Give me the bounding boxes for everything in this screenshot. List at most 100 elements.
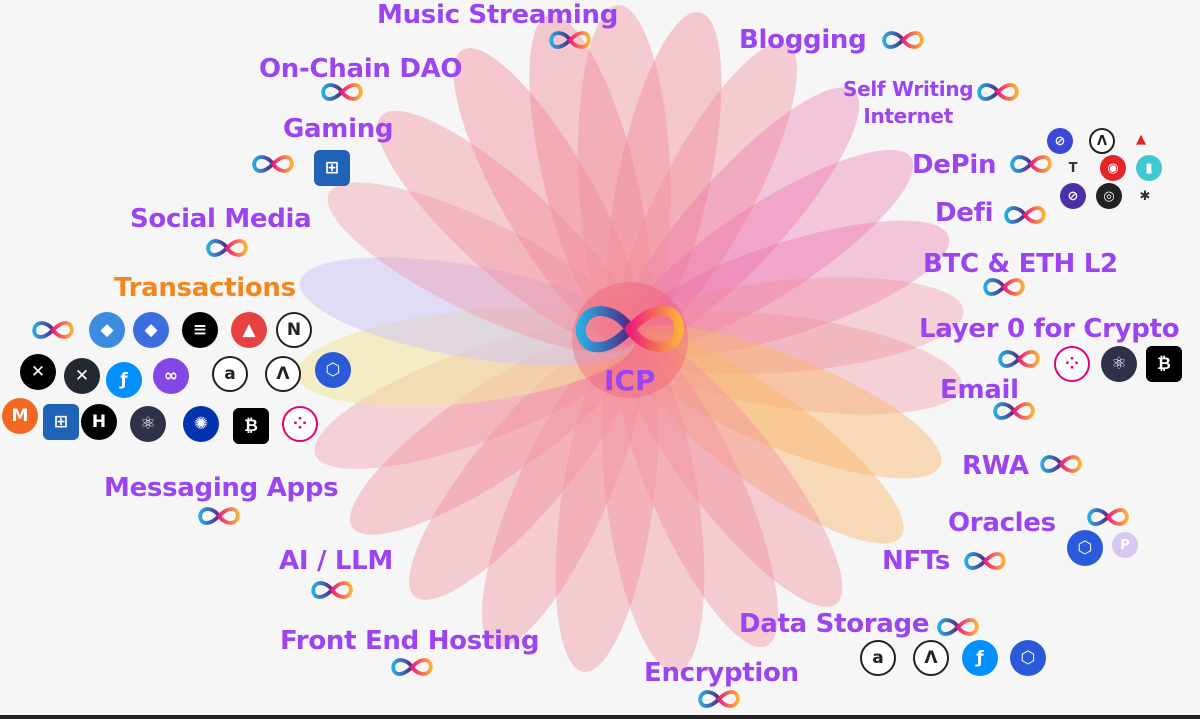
label-defi: Defi xyxy=(935,198,994,228)
tron-icon: T xyxy=(1060,155,1086,181)
battery-icon: ▮ xyxy=(1136,155,1162,181)
stacks-icon: ✕ xyxy=(20,354,56,390)
petal-15 xyxy=(409,332,639,600)
icp-infinity-icon xyxy=(198,507,240,525)
cosmos-icon: ⚛ xyxy=(130,406,166,442)
label-self-writing-internet: Self Writing Internet xyxy=(843,77,974,128)
ic-badge-icon: ⊞ xyxy=(43,404,79,440)
bitcoin-square-icon: ₿ xyxy=(1146,346,1182,382)
chainlink-icon: ⬡ xyxy=(315,352,351,388)
label-rwa: RWA xyxy=(962,451,1029,481)
petal-8 xyxy=(624,325,942,479)
ethereum-icon: ◆ xyxy=(133,312,169,348)
solana-icon: ≡ xyxy=(182,312,218,348)
fire-icon: ▲ xyxy=(1128,126,1154,152)
label-oracles: Oracles xyxy=(948,508,1056,538)
petal-13 xyxy=(555,334,659,672)
petal-11 xyxy=(616,334,779,648)
icp-infinity-icon xyxy=(698,690,740,708)
petal-7 xyxy=(624,311,962,415)
petal-10 xyxy=(620,333,843,607)
ic-badge-icon: ⊞ xyxy=(314,150,350,186)
petal-24 xyxy=(577,5,671,346)
label-email: Email xyxy=(940,375,1019,405)
label-music-streaming: Music Streaming xyxy=(377,0,619,30)
icp-infinity-icon xyxy=(1087,508,1129,526)
arweave-icon: a xyxy=(860,640,896,676)
icp-infinity-icon xyxy=(882,31,924,49)
icp-infinity-icon xyxy=(1040,455,1082,473)
petal-1 xyxy=(607,12,722,346)
icp-infinity-icon xyxy=(977,83,1019,101)
petal-5 xyxy=(624,220,950,358)
bottom-border xyxy=(0,715,1200,719)
center-label-icp: ICP xyxy=(604,364,656,397)
hedera-icon: H xyxy=(81,404,117,440)
filecoin-icon: ƒ xyxy=(962,640,998,676)
polygon-icon: ∞ xyxy=(153,358,189,394)
render-token-icon: ◎ xyxy=(1096,183,1122,209)
petal-20 xyxy=(327,182,636,353)
iota-icon: ✱ xyxy=(1132,183,1158,209)
petal-19 xyxy=(299,257,636,366)
petal-6 xyxy=(624,277,964,374)
icp-infinity-icon xyxy=(311,581,353,599)
theta-token-icon: ⊘ xyxy=(1060,183,1086,209)
icp-infinity-icon xyxy=(32,321,74,339)
icp-infinity-icon xyxy=(964,552,1006,570)
label-btc-eth-l2: BTC & ETH L2 xyxy=(923,249,1118,279)
avalanche-icon: ▲ xyxy=(231,312,267,348)
liquid-drop-icon: ◆ xyxy=(89,312,125,348)
icp-infinity-icon xyxy=(321,83,363,101)
icp-center-logo-icon xyxy=(575,305,685,353)
near-icon: N xyxy=(276,312,312,348)
petal-3 xyxy=(621,87,860,348)
label-social-media: Social Media xyxy=(130,204,312,234)
cardano-icon: ✺ xyxy=(183,406,219,442)
label-transactions: Transactions xyxy=(114,273,296,303)
polkadot-icon: ⁘ xyxy=(282,406,318,442)
icp-infinity-icon xyxy=(937,618,979,636)
label-on-chain-dao: On-Chain DAO xyxy=(259,54,463,84)
petal-22 xyxy=(453,48,642,347)
arrow-icon: Λ xyxy=(1089,128,1115,154)
icp-infinity-icon xyxy=(252,155,294,173)
icp-infinity-icon xyxy=(998,350,1040,368)
petal-21 xyxy=(377,110,638,349)
label-front-end-hosting: Front End Hosting xyxy=(280,626,540,656)
chainlink-icon: ⬡ xyxy=(1067,530,1103,566)
icp-infinity-icon xyxy=(993,402,1035,420)
label-gaming: Gaming xyxy=(283,114,394,144)
petal-9 xyxy=(623,330,904,544)
xrp-icon: ✕ xyxy=(64,358,100,394)
petal-2 xyxy=(617,42,798,346)
bitcoin-square-icon: ₿ xyxy=(233,408,269,444)
pyth-icon: P xyxy=(1112,532,1138,558)
label-nfts: NFTs xyxy=(882,546,951,576)
cosmos-icon: ⚛ xyxy=(1101,346,1137,382)
label-messaging-apps: Messaging Apps xyxy=(104,473,339,503)
icp-infinity-icon xyxy=(549,31,591,49)
petal-14 xyxy=(481,334,644,648)
polkadot-icon: ⁘ xyxy=(1054,346,1090,382)
icp-infinity-icon xyxy=(391,658,433,676)
label-blogging: Blogging xyxy=(739,25,867,55)
label-encryption: Encryption xyxy=(644,658,799,688)
icp-infinity-icon xyxy=(983,278,1025,296)
arrow-icon: Λ xyxy=(913,640,949,676)
icp-infinity-icon xyxy=(1010,155,1052,173)
petal-23 xyxy=(529,14,651,346)
arweave-icon: a xyxy=(212,356,248,392)
label-depin: DePin xyxy=(912,150,997,180)
label-layer-0-for-crypto: Layer 0 for Crypto xyxy=(919,314,1180,344)
render-icon: ◉ xyxy=(1100,155,1126,181)
monero-icon: M xyxy=(2,398,38,434)
arrow-icon: Λ xyxy=(265,356,301,392)
petal-12 xyxy=(601,334,705,672)
chainlink-icon: ⬡ xyxy=(1010,640,1046,676)
icp-infinity-icon xyxy=(206,239,248,257)
icp-infinity-icon xyxy=(1004,206,1046,224)
label-data-storage: Data Storage xyxy=(739,609,930,639)
